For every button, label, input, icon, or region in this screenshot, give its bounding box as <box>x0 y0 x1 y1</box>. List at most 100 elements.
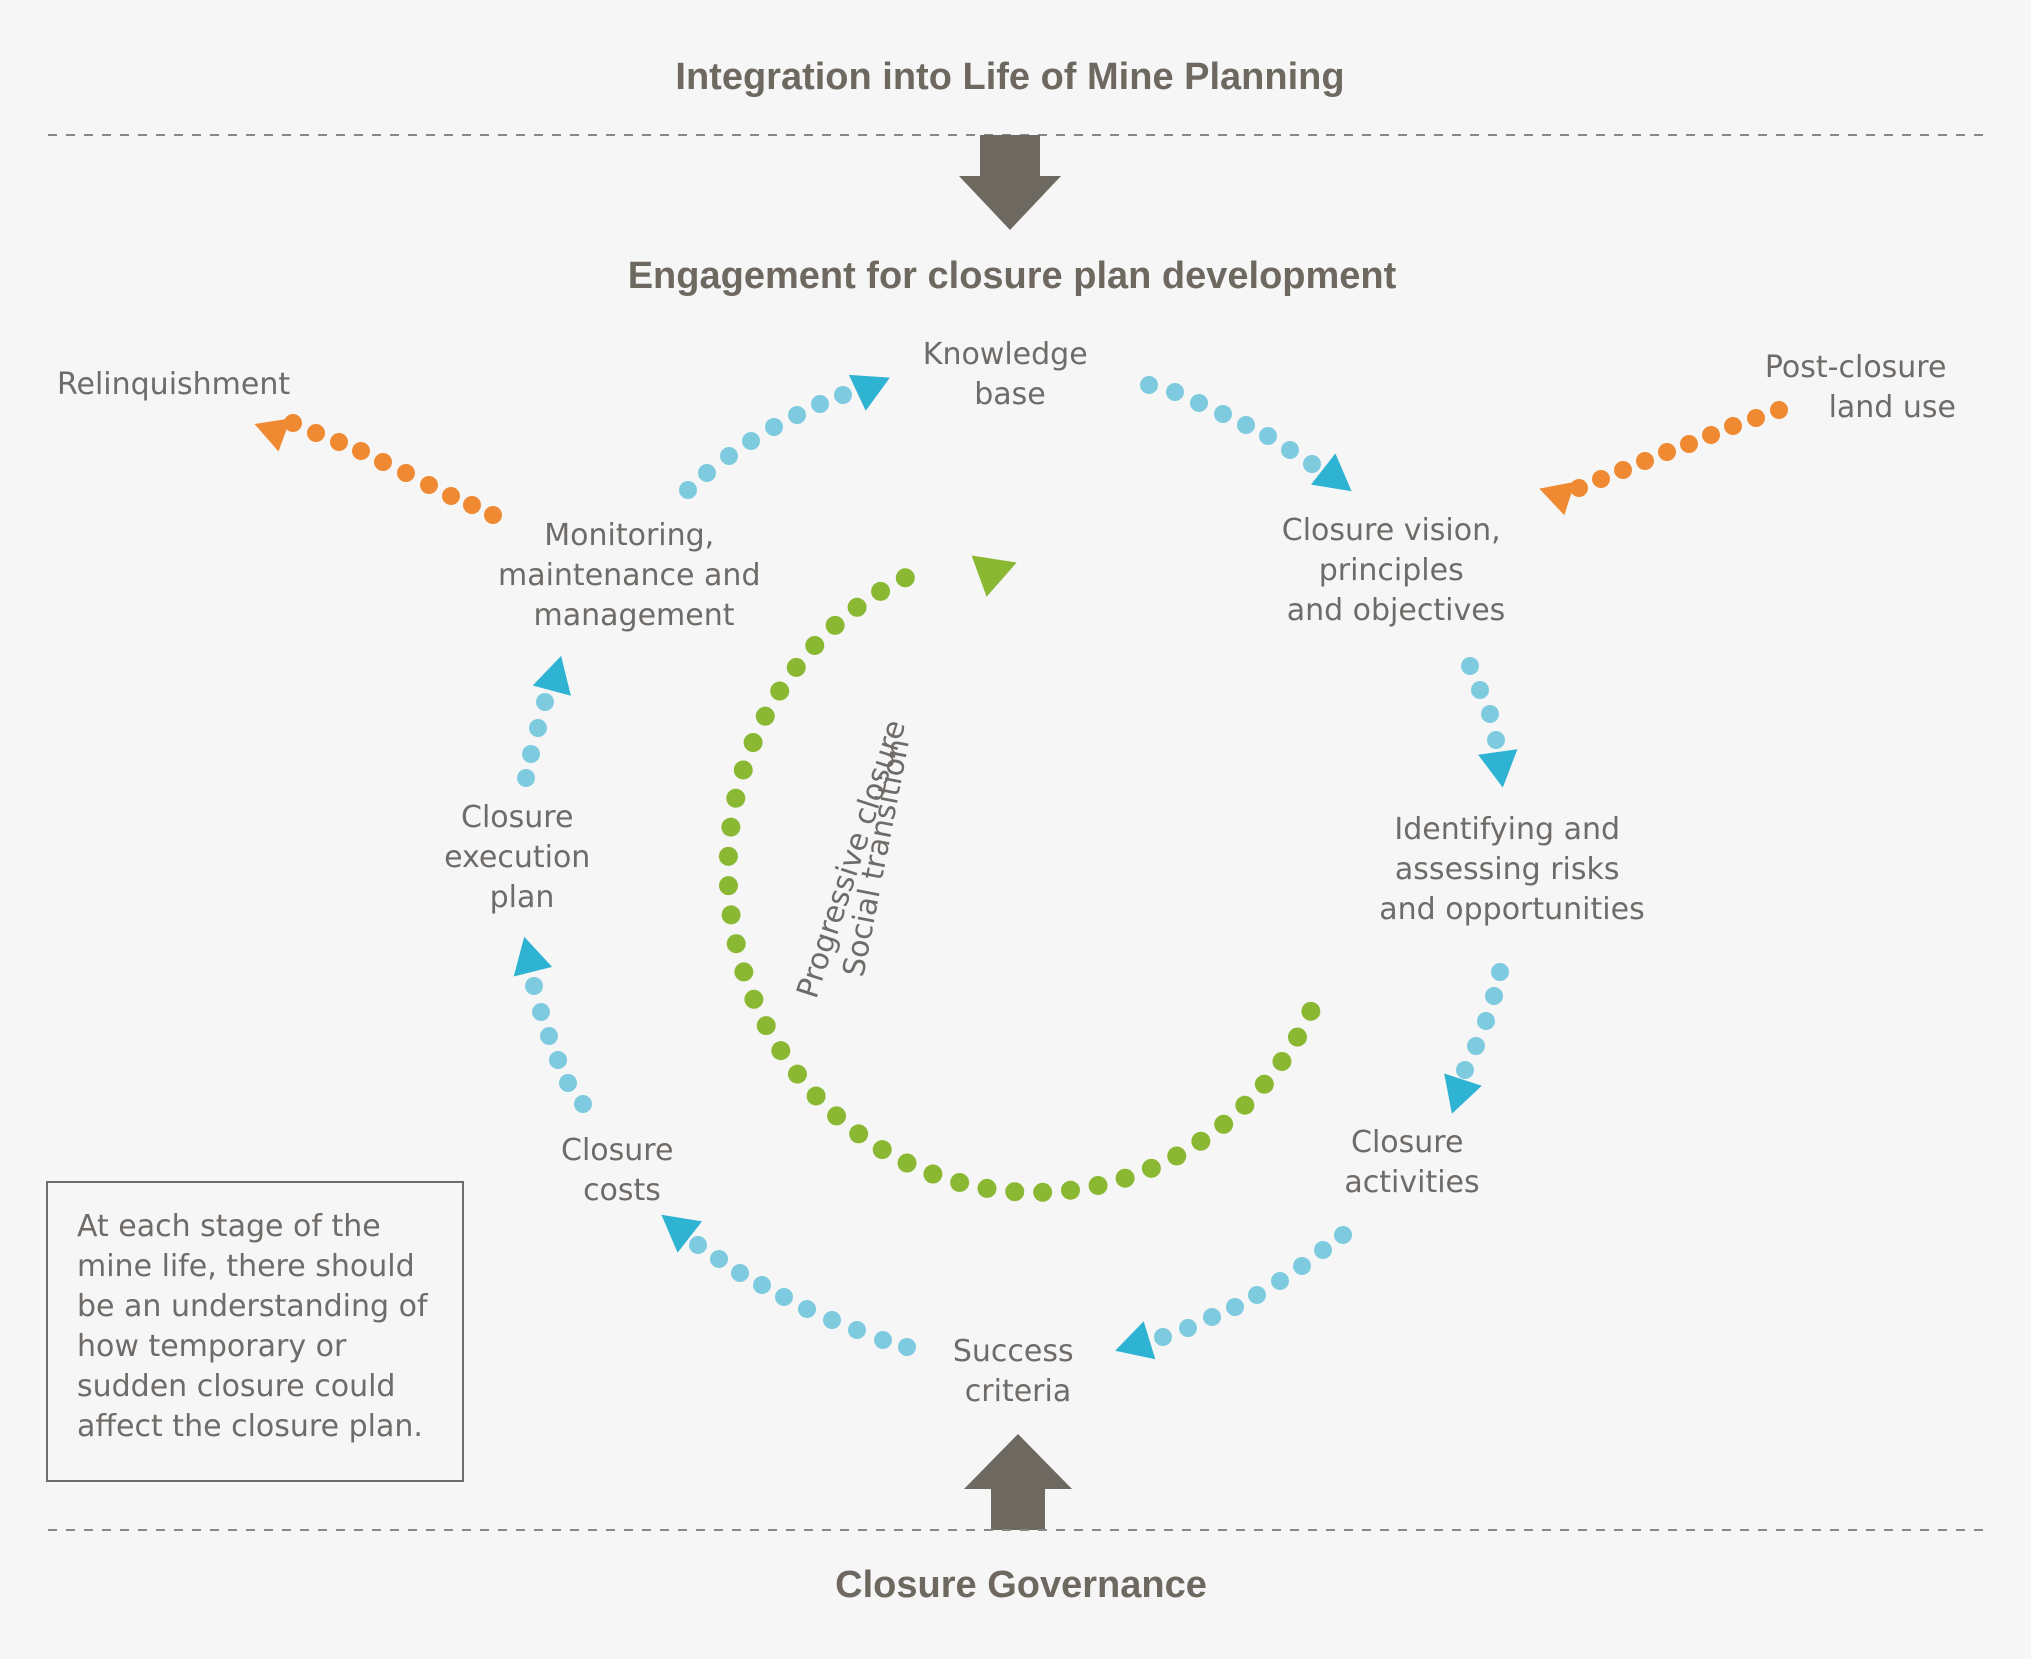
arrow-progressive-closure-dot <box>755 706 775 726</box>
arrow-progressive-closure-dot <box>1088 1176 1108 1196</box>
arrow-progressive-closure-dot <box>718 876 738 896</box>
label-post-closure-land-use: Post-closure land use <box>1765 350 1956 425</box>
arrow-to-relinquishment-dot <box>420 476 438 494</box>
arrow-activities-to-success-dot <box>1334 1226 1352 1244</box>
arrow-execution-to-monitoring-dot <box>522 745 540 763</box>
arrow-progressive-closure-dot <box>1061 1180 1081 1200</box>
label-relinquishment: Relinquishment <box>57 367 290 402</box>
arrow-to-relinquishment-dot <box>442 487 460 505</box>
arrow-progressive-closure-dot <box>1191 1131 1211 1151</box>
arrow-success-to-costs-dot <box>848 1321 866 1339</box>
arrow-activities-to-success-dot <box>1203 1308 1221 1326</box>
arrow-activities-to-success-dot <box>1314 1241 1332 1259</box>
arrow-costs-to-execution-dot <box>559 1074 577 1092</box>
arrow-costs-to-execution-dot <box>574 1095 592 1113</box>
arrow-monitoring-to-knowledge-dot <box>765 418 783 436</box>
arrow-knowledge-to-vision-arrowhead-icon <box>1311 453 1352 492</box>
arrow-to-relinquishment-dot <box>484 506 502 524</box>
heading-engagement: Engagement for closure plan development <box>628 255 1397 297</box>
arrow-progressive-closure-dot <box>897 1153 917 1173</box>
heading-life-of-mine: Integration into Life of Mine Planning <box>675 56 1344 98</box>
arrow-progressive-closure-dot <box>806 1086 826 1106</box>
arrow-progressive-closure-dot <box>1254 1074 1274 1094</box>
arrow-to-relinquishment-dot <box>352 442 370 460</box>
arrow-knowledge-to-vision-dot <box>1237 416 1255 434</box>
arrow-execution-to-monitoring-dot <box>529 719 547 737</box>
arrow-progressive-closure-dot <box>923 1164 943 1184</box>
arrow-progressive-closure-dot <box>1167 1146 1187 1166</box>
arrow-monitoring-to-knowledge-dot <box>698 464 716 482</box>
arrow-progressive-closure-dot <box>1235 1095 1255 1115</box>
arrow-from-post-closure-dot <box>1614 461 1632 479</box>
arrow-knowledge-to-vision-dot <box>1214 405 1232 423</box>
arrow-costs-to-execution-dot <box>549 1051 567 1069</box>
arrow-to-relinquishment-arrowhead-icon <box>254 418 291 452</box>
arrow-from-post-closure-dot <box>1636 452 1654 470</box>
arrow-progressive-closure-dot <box>872 1140 892 1160</box>
arrow-success-to-costs-dot <box>874 1331 892 1349</box>
arrow-activities-to-success-dot <box>1154 1328 1172 1346</box>
arrow-monitoring-to-knowledge-arrowhead-icon <box>848 374 890 411</box>
arrow-progressive-closure-dot <box>950 1173 970 1193</box>
arrow-from-post-closure-dot <box>1680 435 1698 453</box>
arrow-risks-to-activities-dot <box>1467 1037 1485 1055</box>
arrow-risks-to-activities-arrowhead-icon <box>1444 1073 1482 1114</box>
arrow-to-relinquishment-dot <box>463 496 481 514</box>
arrow-progressive-closure-dot <box>734 962 754 982</box>
dotted-arrows <box>254 374 1788 1360</box>
arrow-progressive-closure-dot <box>1287 1027 1307 1047</box>
arrow-to-relinquishment-dot <box>307 424 325 442</box>
arrow-monitoring-to-knowledge-dot <box>679 481 697 499</box>
arrow-activities-to-success-dot <box>1248 1286 1266 1304</box>
arrow-from-post-closure-dot <box>1702 426 1720 444</box>
arrow-success-to-costs-dot <box>753 1276 771 1294</box>
arrow-vision-to-risks-dot <box>1461 657 1479 675</box>
arrow-costs-to-execution-dot <box>540 1027 558 1045</box>
arrow-knowledge-to-vision-dot <box>1190 394 1208 412</box>
arrow-progressive-closure-dot <box>805 635 825 655</box>
stage-execution-plan: Closure execution plan <box>444 800 600 915</box>
stage-risks-opportunities: Identifying and assessing risks and oppo… <box>1379 812 1644 927</box>
arrow-progressive-closure-dot <box>721 817 741 837</box>
arrow-risks-to-activities-dot <box>1456 1061 1474 1079</box>
arrow-from-post-closure-dot <box>1724 417 1742 435</box>
arrow-from-post-closure-dot <box>1658 443 1676 461</box>
arrow-progressive-closure-dot <box>726 934 746 954</box>
arrow-from-post-closure-arrowhead-icon <box>1539 481 1576 516</box>
arrow-activities-to-success-dot <box>1179 1319 1197 1337</box>
stage-closure-vision: Closure vision, principles and objective… <box>1282 513 1510 628</box>
arrow-activities-to-success-arrowhead-icon <box>1115 1321 1156 1360</box>
arrow-monitoring-to-knowledge-dot <box>720 447 738 465</box>
arrow-progressive-closure-dot <box>1214 1114 1234 1134</box>
arrow-progressive-closure-arrowhead-icon <box>971 555 1017 597</box>
arrow-success-to-costs-dot <box>898 1338 916 1356</box>
arrow-progressive-closure-dot <box>786 657 806 677</box>
arrow-vision-to-risks-dot <box>1487 731 1505 749</box>
arrow-success-to-costs-dot <box>798 1300 816 1318</box>
arrow-progressive-closure-dot <box>1272 1051 1292 1071</box>
arrow-vision-to-risks-dot <box>1471 681 1489 699</box>
arrow-progressive-closure-dot <box>743 733 763 753</box>
arrow-costs-to-execution-arrowhead-icon <box>513 936 553 977</box>
arrow-progressive-closure-dot <box>733 760 753 780</box>
arrow-success-to-costs-arrowhead-icon <box>661 1214 702 1253</box>
arrow-risks-to-activities-dot <box>1485 987 1503 1005</box>
arrow-to-relinquishment-dot <box>374 453 392 471</box>
note-box <box>46 1181 464 1482</box>
arrow-costs-to-execution-dot <box>532 1003 550 1021</box>
note-text: At each stage of the mine life, there sh… <box>77 1209 437 1444</box>
arrow-progressive-closure-dot <box>1141 1158 1161 1178</box>
arrow-activities-to-success-dot <box>1226 1298 1244 1316</box>
arrow-progressive-closure-dot <box>895 568 915 588</box>
arrow-execution-to-monitoring-arrowhead-icon <box>532 655 571 696</box>
arrow-progressive-closure-dot <box>827 1106 847 1126</box>
arrow-progressive-closure-dot <box>744 989 764 1009</box>
arrow-monitoring-to-knowledge-dot <box>834 386 852 404</box>
stage-knowledge-base: Knowledge base <box>923 337 1097 412</box>
arrow-success-to-costs-dot <box>710 1250 728 1268</box>
arrow-success-to-costs-dot <box>689 1236 707 1254</box>
arrow-from-post-closure-dot <box>1592 470 1610 488</box>
arrow-progressive-closure-dot <box>721 905 741 925</box>
arrow-progressive-closure-dot <box>718 846 738 866</box>
arrow-progressive-closure-dot <box>787 1064 807 1084</box>
